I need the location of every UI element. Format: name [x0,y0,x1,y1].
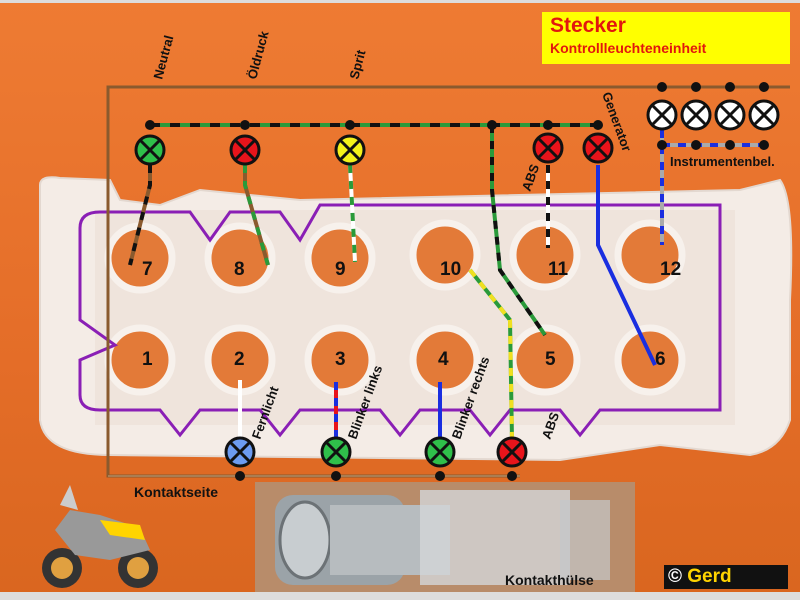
lamp-instrument-3 [714,99,746,131]
label-oeldruck: Öldruck [244,29,271,81]
lamp-oeldruck [229,134,261,166]
pin-3: 3 [335,349,346,370]
logo-name: Gerd [687,566,732,587]
pin-5: 5 [545,349,556,370]
pin-4: 4 [438,349,449,370]
lamp-blinker-rechts [424,436,456,468]
lamp-abs-bottom [496,436,528,468]
lamp-fernlicht [224,436,256,468]
lamp-blinker-links [320,436,352,468]
pin-10: 10 [440,259,461,280]
copyright-symbol: © [668,566,682,587]
pin-8: 8 [234,259,245,280]
author-logo: © Gerd [664,565,788,589]
holes [104,219,686,396]
lamp-instrument-4 [748,99,780,131]
label-kontaktseite: Kontaktseite [134,484,218,500]
label-kontakthuelse: Kontakthülse [505,572,594,588]
lamp-instrument-1 [646,99,678,131]
lamp-instrument-2 [680,99,712,131]
title: Stecker [550,14,626,37]
pin-11: 11 [548,259,569,280]
pin-9: 9 [335,259,346,280]
title-box: Stecker Kontrollleuchteneinheit [542,12,790,64]
label-sprit: Sprit [346,48,368,81]
subtitle: Kontrollleuchteneinheit [550,40,707,56]
pin-1: 1 [142,349,153,370]
lamp-neutral [134,134,166,166]
lamp-abs-top [532,132,564,164]
lamp-generator [582,132,614,164]
pin-6: 6 [655,349,666,370]
window-edge-bottom [0,592,800,600]
contact-sleeve-photo [255,482,635,592]
pin-numbers: 7 8 9 10 11 12 1 2 3 4 5 6 [142,259,681,370]
connector-outline [78,203,722,438]
label-abs-top: ABS [519,162,543,193]
lamp-sprit [334,134,366,166]
label-neutral: Neutral [150,34,176,81]
motorcycle-illustration [42,485,158,588]
pin-2: 2 [234,349,245,370]
pin-12: 12 [660,259,681,280]
pin-7: 7 [142,259,153,280]
window-edge [0,0,800,3]
label-instrumentenbel: Instrumentenbel. [670,154,775,169]
